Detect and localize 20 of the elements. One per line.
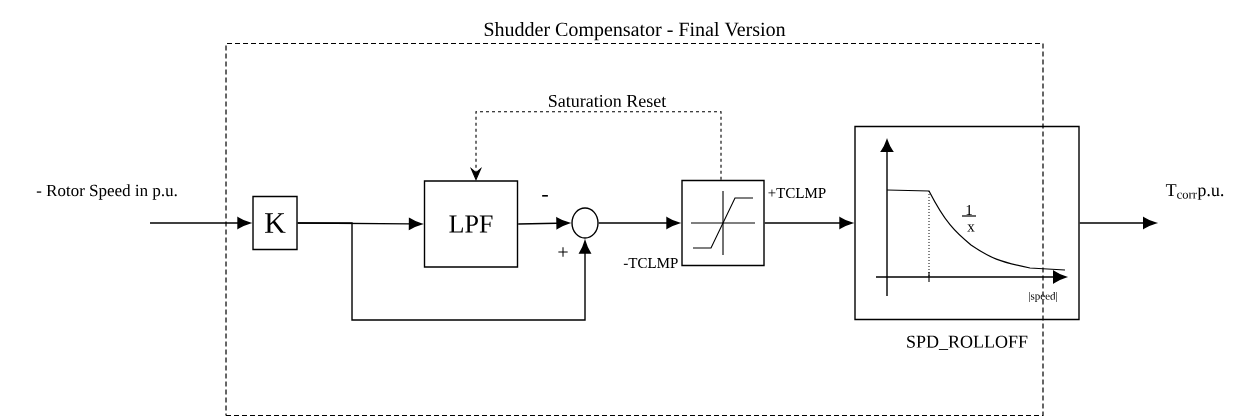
edge-label: - [542, 195, 548, 197]
edge-label: T$_{corr}$p.u. [1165, 184, 1224, 200]
limit-label: -TCLMP [623, 257, 678, 268]
edge-label: + [558, 247, 568, 257]
limit-label: +TCLMP [768, 187, 826, 199]
summing-junction [571, 207, 599, 239]
arrow [764, 217, 853, 229]
node-label: SPD_ROLLOFF [907, 335, 1028, 350]
arrow [297, 222, 591, 321]
arrow [149, 217, 251, 229]
arrow [598, 217, 680, 229]
filter-box: LPF [423, 180, 519, 268]
arrow [517, 217, 570, 230]
edge-label: Saturation Reset [549, 94, 667, 108]
gain-box: K [252, 195, 298, 251]
edge-label: - Rotor Speed in p.u. [36, 184, 177, 200]
node-label: Shudder Compensator - Final Version [484, 22, 786, 41]
arrow [1079, 217, 1157, 229]
axis-label: x [967, 224, 975, 232]
axis-label: 1 [966, 205, 972, 215]
